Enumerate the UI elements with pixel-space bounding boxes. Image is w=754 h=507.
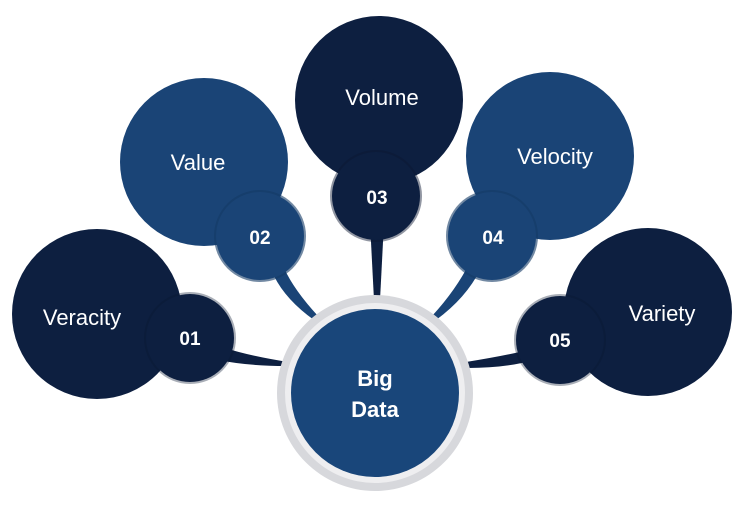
- number-bubble-01: [146, 294, 234, 382]
- center-circle: [291, 309, 459, 477]
- number-01: 01: [179, 329, 201, 350]
- connector-04: [432, 262, 480, 320]
- number-05: 05: [549, 331, 571, 352]
- connectors: [218, 222, 534, 368]
- label-velocity: Velocity: [517, 144, 593, 169]
- label-value: Value: [171, 150, 226, 175]
- center-title-line1: Big: [357, 366, 392, 391]
- label-veracity: Veracity: [43, 305, 121, 330]
- number-03: 03: [366, 188, 387, 209]
- number-02: 02: [249, 228, 270, 249]
- label-variety: Variety: [629, 301, 696, 326]
- number-bubble-05: [516, 296, 604, 384]
- connector-03: [370, 222, 384, 300]
- bubble-variety: [564, 228, 732, 396]
- number-04: 04: [482, 228, 504, 249]
- label-volume: Volume: [345, 85, 418, 110]
- number-bubble-03: [332, 152, 420, 240]
- number-bubble-02: [216, 192, 304, 280]
- bubble-volume: [295, 16, 463, 184]
- connector-05: [466, 350, 534, 368]
- connector-01: [218, 348, 288, 366]
- bubble-veracity: [12, 229, 182, 399]
- connector-02: [274, 268, 318, 320]
- center-title-line2: Data: [351, 397, 399, 422]
- number-bubble-04: [448, 192, 536, 280]
